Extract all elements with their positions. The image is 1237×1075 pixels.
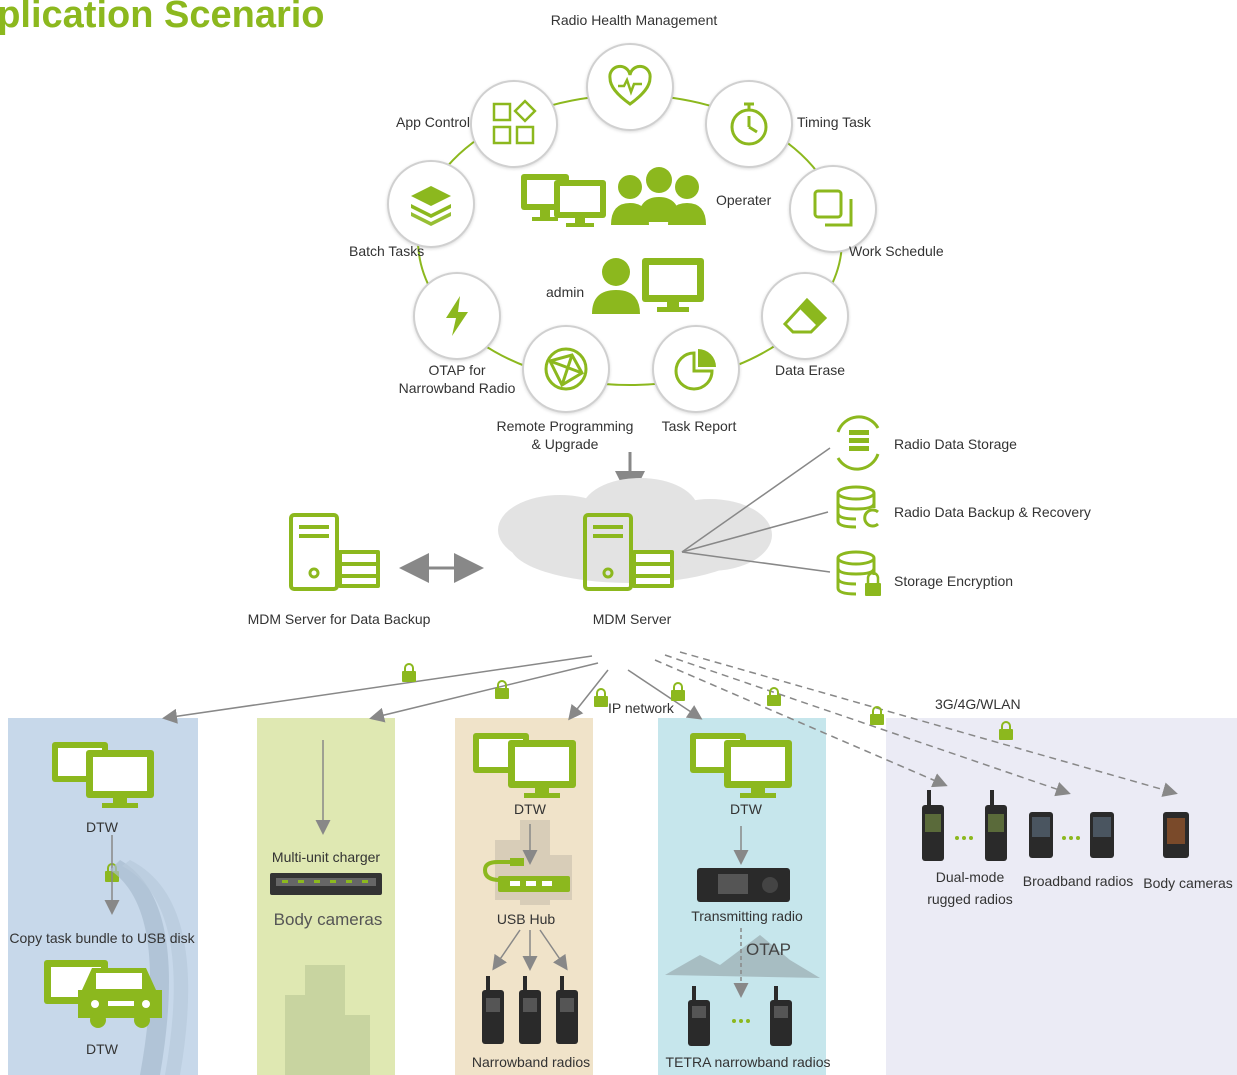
operater-monitors-icon [521, 174, 606, 227]
panel4-dtw-label: DTW [730, 801, 762, 817]
otap-label-line2: Narrowband Radio [398, 380, 516, 396]
usb-hub-label: USB Hub [496, 911, 556, 927]
batch-tasks-circle [387, 160, 475, 248]
remote-programming-circle [522, 325, 610, 413]
tetra-dots-icon [732, 1019, 750, 1023]
network-solid-arrows [162, 655, 703, 724]
mdm-server-icon [583, 513, 674, 591]
otap-circle [413, 272, 501, 360]
panel1-dtw-top-label: DTW [86, 819, 118, 835]
ip-network-label: IP network [608, 700, 674, 716]
panel5-body-cameras-label: Body cameras [1143, 875, 1233, 891]
admin-label: admin [546, 284, 585, 300]
layers-icon [411, 186, 451, 226]
remote-programming-label-line1: Remote Programming [496, 418, 634, 434]
lightning-icon [446, 296, 468, 336]
dual-mode-label-line2: rugged radios [927, 891, 1013, 907]
transmitting-radio-icon [697, 868, 790, 902]
timing-task-circle [705, 80, 793, 168]
stopwatch-icon [730, 102, 768, 146]
timing-task-label: Timing Task [797, 114, 871, 130]
otap-label-line1: OTAP for [428, 362, 486, 378]
radio-health-circle [586, 43, 674, 131]
panel3-dtw-icon [473, 733, 576, 798]
work-schedule-label: Work Schedule [849, 243, 944, 259]
panel4-dtw-icon [690, 733, 792, 798]
backup-recovery-icon [836, 485, 879, 529]
radio-data-storage-icon [836, 415, 880, 471]
network-dashed-arrows [654, 651, 1178, 797]
mountain-shape [665, 935, 820, 978]
copy-pages-icon [813, 189, 853, 227]
batch-tasks-label: Batch Tasks [349, 243, 425, 259]
radio-data-storage-label: Radio Data Storage [894, 436, 1017, 452]
charger-label: Multi-unit charger [271, 849, 381, 865]
radio-health-label: Radio Health Management [550, 12, 718, 28]
app-control-circle [470, 80, 558, 168]
wireless-network-label: 3G/4G/WLAN [935, 696, 1021, 712]
storage-encryption-icon [836, 550, 881, 596]
storage-lines [681, 447, 831, 573]
admin-person-icon [592, 258, 640, 314]
panel1-dtw-car-icon [44, 960, 162, 1028]
operater-label: Operater [716, 192, 772, 208]
lock-icons [105, 663, 1013, 882]
app-control-label: App Control [396, 114, 470, 130]
remote-programming-label-line2: & Upgrade [531, 436, 599, 452]
hub-arrows [492, 929, 568, 971]
otap-badge: OTAP [746, 940, 792, 959]
dual-mode-label-line1: Dual-mode [935, 869, 1005, 885]
task-report-label: Task Report [661, 418, 737, 434]
data-erase-circle [761, 272, 849, 360]
pie-chart-icon [674, 349, 716, 391]
tetra-radio-icon [688, 986, 792, 1046]
dual-mode-radio-icon [922, 790, 1007, 861]
mdm-server-label: MDM Server [592, 611, 672, 627]
data-erase-label: Data Erase [775, 362, 846, 378]
operater-people-icon [611, 167, 706, 225]
backup-server-icon [289, 513, 380, 591]
task-report-circle [652, 325, 740, 413]
panel3-dtw-label: DTW [514, 801, 546, 817]
backup-recovery-label: Radio Data Backup & Recovery [894, 504, 1091, 520]
work-schedule-circle [789, 165, 877, 253]
panel2-body-cameras-label: Body cameras [273, 910, 383, 929]
tetra-radios-label: TETRA narrowband radios [665, 1054, 831, 1070]
backup-server-label: MDM Server for Data Backup [247, 611, 431, 627]
multi-unit-charger-icon [270, 873, 382, 895]
usb-hub-icon [482, 858, 570, 892]
narrowband-radio-icon [482, 976, 578, 1044]
app-grid-icon [492, 99, 537, 145]
broadband-radios-label: Broadband radios [1022, 873, 1134, 889]
network-globe-icon [544, 347, 588, 391]
broadband-radio-icon [1029, 812, 1114, 858]
panel1-dtw-icon [52, 742, 154, 808]
transmitting-radio-label: Transmitting radio [691, 908, 803, 924]
panel1-dtw-bottom-label: DTW [86, 1041, 118, 1057]
building-icon-faded [285, 965, 370, 1075]
storage-encryption-label: Storage Encryption [894, 573, 1014, 589]
eraser-icon [782, 297, 828, 334]
heart-pulse-icon [608, 64, 652, 106]
narrowband-radios-label: Narrowband radios [471, 1054, 591, 1070]
admin-monitor-icon [642, 258, 704, 312]
body-camera-icon [1163, 812, 1189, 858]
copy-task-label: Copy task bundle to USB disk [9, 930, 195, 946]
page-title: pplication Scenario [0, 0, 325, 36]
